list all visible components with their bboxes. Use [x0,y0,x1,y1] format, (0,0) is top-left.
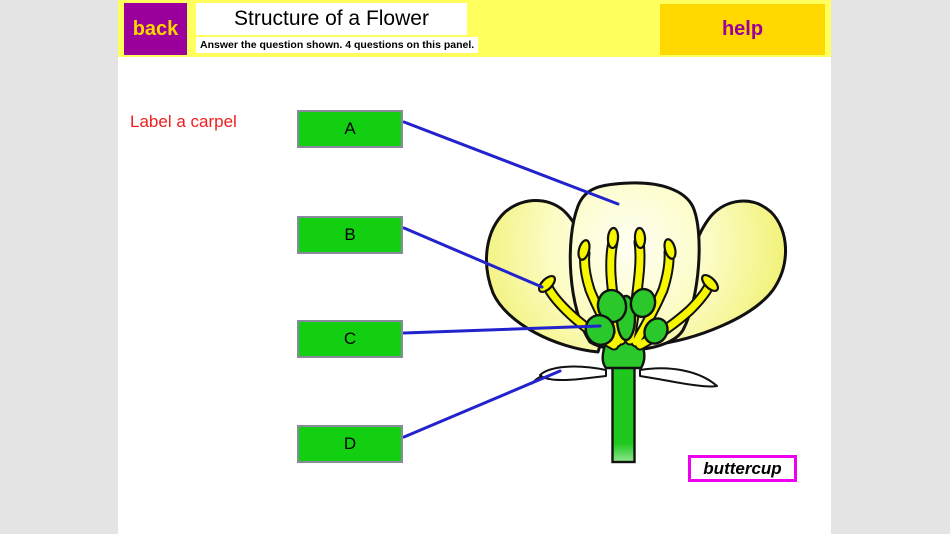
help-button-label: help [721,18,764,40]
specimen-label: buttercup [688,455,797,482]
question-prompt: Label a carpel [130,112,237,131]
content-panel [118,0,831,534]
answer-option-b-label: B [344,225,356,244]
instruction-text-label: Answer the question shown. 4 questions o… [200,39,475,51]
answer-option-d-label: D [343,434,357,453]
help-button[interactable]: help [660,4,825,55]
instruction-text: Answer the question shown. 4 questions o… [196,37,479,53]
answer-option-a[interactable]: A [297,110,403,148]
answer-option-c-label: C [343,329,357,348]
back-button-label: back [132,17,179,40]
back-button[interactable]: back [124,3,187,55]
page-title-text: Structure of a Flower [234,7,429,30]
answer-option-a-label: A [344,119,356,138]
answer-option-d[interactable]: D [297,425,403,463]
answer-option-b[interactable]: B [297,216,403,254]
answer-option-c[interactable]: C [297,320,403,358]
specimen-label-text: buttercup [703,458,782,478]
page-title: Structure of a Flower [196,3,467,35]
